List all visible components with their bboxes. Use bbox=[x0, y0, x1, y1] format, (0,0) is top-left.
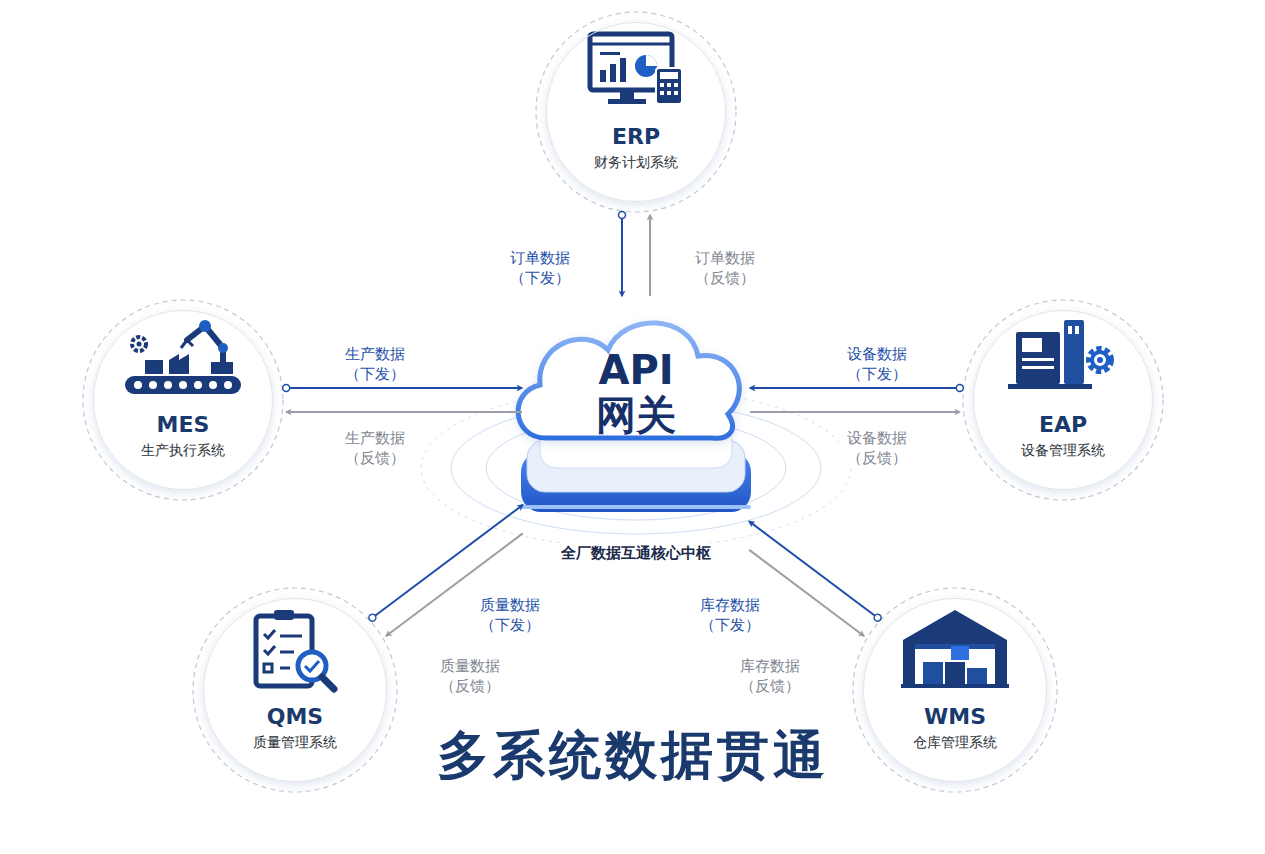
erp-icon bbox=[590, 34, 682, 104]
system-name: 财务计划系统 bbox=[594, 153, 678, 171]
system-name: 仓库管理系统 bbox=[913, 733, 997, 751]
feedback-arrow bbox=[749, 550, 864, 636]
system-code: MES bbox=[157, 412, 210, 438]
erp-system-circle: ERP 财务计划系统 bbox=[546, 22, 726, 202]
hub-caption: 全厂数据互通核心中枢 bbox=[557, 543, 715, 565]
dispatch-arrow bbox=[372, 505, 522, 618]
eap-icon bbox=[1008, 320, 1111, 389]
dispatch-label: 库存数据 （下发） bbox=[693, 595, 768, 636]
feedback-arrow bbox=[649, 215, 651, 296]
system-circle-fills bbox=[93, 22, 1153, 782]
wms-system-circle: WMS 仓库管理系统 bbox=[863, 598, 1047, 782]
feedback-arrow bbox=[286, 411, 522, 413]
dispatch-label: 生产数据 （下发） bbox=[338, 344, 413, 385]
dispatch-label: 订单数据 （下发） bbox=[503, 248, 578, 289]
feedback-label: 生产数据 （反馈） bbox=[338, 428, 413, 469]
system-name: 质量管理系统 bbox=[253, 733, 337, 751]
dispatch-arrow bbox=[286, 387, 522, 389]
feedback-label: 设备数据 （反馈） bbox=[840, 428, 915, 469]
feedback-label: 质量数据 （反馈） bbox=[433, 656, 508, 697]
qms-icon bbox=[256, 610, 334, 689]
system-code: ERP bbox=[612, 124, 660, 150]
wms-icon bbox=[901, 610, 1009, 688]
gateway-title: API 网关 bbox=[576, 348, 696, 438]
dispatch-arrow bbox=[621, 215, 623, 296]
hub-cloud bbox=[518, 323, 739, 438]
eap-system-circle: EAP 设备管理系统 bbox=[973, 310, 1153, 490]
system-name: 生产执行系统 bbox=[141, 441, 225, 459]
system-code: WMS bbox=[924, 704, 986, 730]
feedback-label: 订单数据 （反馈） bbox=[688, 248, 763, 289]
system-name: 设备管理系统 bbox=[1021, 441, 1105, 459]
feedback-arrow bbox=[750, 411, 960, 413]
qms-system-circle: QMS 质量管理系统 bbox=[203, 598, 387, 782]
dispatch-label: 设备数据 （下发） bbox=[840, 344, 915, 385]
system-rings bbox=[83, 12, 1163, 792]
system-code: QMS bbox=[267, 704, 323, 730]
dispatch-arrow bbox=[749, 521, 877, 617]
feedback-arrow bbox=[386, 533, 523, 636]
api-gateway-hub: API 网关全厂数据互通核心中枢 bbox=[526, 300, 746, 570]
mes-icon bbox=[125, 320, 241, 394]
diagram-title: 多系统数据贯通 bbox=[0, 722, 1265, 790]
mes-system-circle: MES 生产执行系统 bbox=[93, 310, 273, 490]
system-code: EAP bbox=[1039, 412, 1087, 438]
dispatch-arrow bbox=[750, 387, 960, 389]
feedback-label: 库存数据 （反馈） bbox=[733, 656, 808, 697]
dispatch-label: 质量数据 （下发） bbox=[473, 595, 548, 636]
